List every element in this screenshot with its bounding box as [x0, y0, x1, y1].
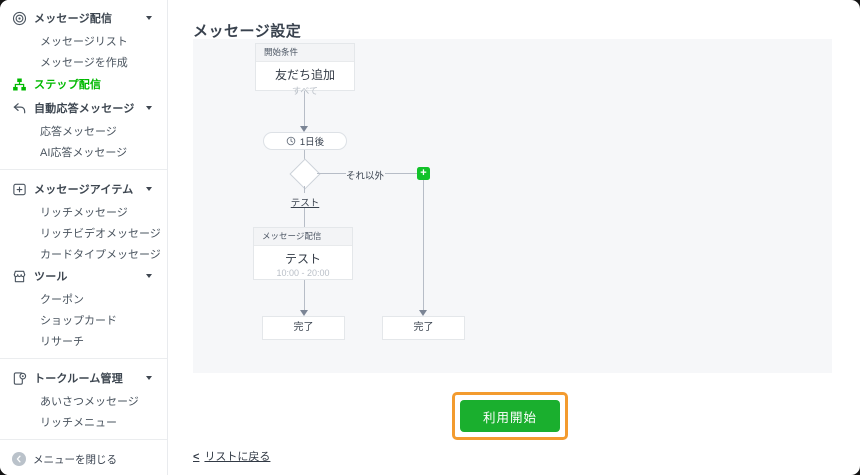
shop-icon	[12, 269, 27, 284]
sidebar-divider	[0, 169, 167, 170]
arrow-down-icon	[300, 126, 308, 132]
step-flow-canvas: 開始条件 友だち追加 すべて 1日後 それ以外 + テスト メッセージ配信	[193, 39, 832, 373]
sidebar-item-talk-room-management[interactable]: トークルーム管理	[0, 366, 167, 390]
back-to-list-link[interactable]: < リストに戻る	[193, 448, 270, 464]
sidebar-item-auto-response[interactable]: 自動応答メッセージ	[0, 96, 167, 120]
chevron-down-icon	[146, 16, 152, 20]
sidebar-divider	[0, 358, 167, 359]
flow-connector	[304, 186, 305, 193]
arrow-down-icon	[419, 310, 427, 316]
page-title: メッセージ設定	[193, 23, 302, 41]
start-using-button[interactable]: 利用開始	[460, 400, 560, 432]
flow-node-start-condition[interactable]: 開始条件 友だち追加 すべて	[255, 43, 355, 96]
flow-node-title: テスト	[284, 252, 321, 266]
flow-node-header: 開始条件	[256, 44, 354, 62]
chat-room-icon	[12, 371, 27, 386]
back-link-label: リストに戻る	[204, 451, 271, 463]
sidebar: メッセージ配信 メッセージリスト メッセージを作成 ステップ配信	[0, 0, 168, 475]
branch-condition-label[interactable]: テスト	[290, 198, 320, 209]
chevron-down-icon	[146, 106, 152, 110]
sidebar-item-shop-card[interactable]: ショップカード	[40, 314, 117, 327]
sidebar-item-rich-video-message[interactable]: リッチビデオメッセージ	[40, 227, 161, 240]
message-plus-icon	[12, 182, 27, 197]
chevron-down-icon	[146, 274, 152, 278]
sidebar-item-rich-message[interactable]: リッチメッセージ	[40, 206, 128, 219]
sidebar-item-rich-menu[interactable]: リッチメニュー	[40, 416, 117, 429]
sidebar-item-research[interactable]: リサーチ	[40, 335, 84, 348]
flow-node-done-left[interactable]: 完了	[262, 316, 345, 340]
sidebar-item-message-item[interactable]: メッセージアイテム	[0, 177, 167, 201]
flow-connector	[304, 280, 305, 311]
sidebar-item-ai-response-message[interactable]: AI応答メッセージ	[40, 146, 128, 159]
chevron-left-icon: <	[193, 451, 200, 463]
add-step-button[interactable]: +	[417, 167, 430, 180]
flow-connector	[304, 150, 305, 163]
close-menu-button[interactable]: メニューを閉じる	[0, 447, 167, 471]
flow-node-message-delivery[interactable]: メッセージ配信 テスト 10:00 - 20:00	[253, 227, 353, 280]
branch-else-label: それ以外	[346, 171, 385, 182]
broadcast-icon	[12, 11, 27, 26]
flow-node-done-right[interactable]: 完了	[382, 316, 465, 340]
sidebar-item-greeting-message[interactable]: あいさつメッセージ	[40, 395, 139, 408]
flow-node-delay[interactable]: 1日後	[263, 132, 347, 150]
flow-node-header: メッセージ配信	[254, 228, 352, 246]
sidebar-item-create-message[interactable]: メッセージを作成	[40, 56, 128, 69]
sitemap-icon	[12, 77, 27, 92]
sidebar-item-step-delivery[interactable]: ステップ配信	[0, 72, 167, 96]
sidebar-item-card-type-message[interactable]: カードタイプメッセージ	[40, 248, 161, 261]
arrow-down-icon	[300, 310, 308, 316]
chevron-down-icon	[146, 376, 152, 380]
flow-node-decision-diamond[interactable]	[289, 158, 321, 190]
flow-connector	[304, 208, 305, 227]
sidebar-item-tools[interactable]: ツール	[0, 264, 167, 288]
flow-connector	[304, 91, 305, 126]
flow-node-title: 友だち追加	[274, 68, 335, 82]
flow-node-time: 10:00 - 20:00	[276, 268, 330, 278]
flow-node-subtitle: すべて	[256, 84, 354, 97]
sidebar-item-coupon[interactable]: クーポン	[40, 293, 84, 306]
sidebar-item-response-message[interactable]: 応答メッセージ	[40, 125, 117, 138]
sidebar-item-label: メッセージ配信	[34, 13, 113, 25]
delay-label: 1日後	[299, 137, 325, 148]
sidebar-item-message-broadcast[interactable]: メッセージ配信	[0, 6, 167, 30]
chevron-down-icon	[146, 187, 152, 191]
close-menu-label: メニューを閉じる	[33, 453, 117, 466]
flow-connector	[317, 173, 346, 174]
sidebar-item-message-list[interactable]: メッセージリスト	[40, 35, 128, 48]
flow-connector	[423, 180, 424, 311]
flow-connector	[385, 173, 417, 174]
chevron-left-circle-icon	[12, 452, 26, 466]
reply-icon	[12, 101, 27, 116]
clock-icon	[286, 136, 296, 146]
sidebar-divider	[0, 439, 167, 440]
